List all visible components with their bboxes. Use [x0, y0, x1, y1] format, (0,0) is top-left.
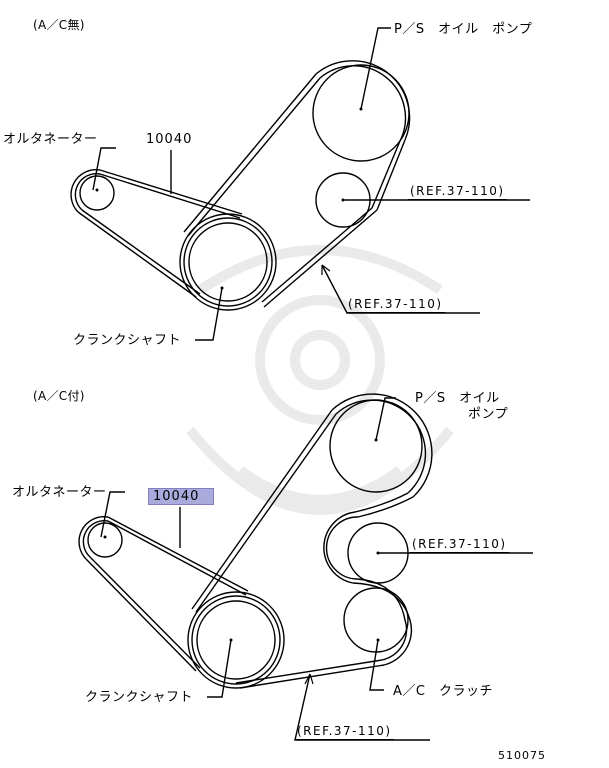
ac-clutch-label: A／C クラッチ — [393, 684, 493, 699]
ps-pump-leader — [360, 27, 391, 110]
diagram-title-with-ac: (A／C付) — [33, 389, 85, 403]
idler-ref-link[interactable]: (REF.37-110) — [408, 184, 507, 200]
crankshaft-pulley — [188, 222, 268, 302]
figure-id: 510075 — [498, 749, 546, 762]
watermark-emblem — [186, 245, 454, 515]
crankshaft-label: クランクシャフト — [73, 333, 182, 348]
belt-ref-link[interactable]: (REF.37-110) — [346, 297, 445, 313]
belt-part-number-highlighted[interactable]: 10040 — [148, 488, 215, 505]
ps-pump-label-line1: P／S オイル — [415, 391, 500, 406]
crankshaft-leader — [207, 639, 232, 698]
alternator-leader — [92, 147, 116, 191]
belt-ref-leader — [294, 673, 430, 741]
crankshaft-leader — [195, 287, 223, 341]
alternator-pulley — [87, 522, 123, 558]
bottom-diagram-belt — [78, 393, 433, 689]
crankshaft-pulley — [196, 600, 276, 680]
alternator-label: オルタネーター — [12, 485, 107, 500]
crankshaft-label: クランクシャフト — [85, 690, 194, 705]
ac-clutch-leader — [369, 639, 384, 691]
alternator-label: オルタネーター — [3, 132, 98, 147]
belt-part-number[interactable]: 10040 — [146, 132, 193, 147]
belt-ref-link[interactable]: (REF.37-110) — [295, 724, 394, 740]
diagram-title-no-ac: (A／C無) — [33, 18, 85, 32]
ac-clutch-pulley — [343, 587, 409, 653]
top-diagram-belt — [70, 60, 411, 311]
bottom-diagram-pulleys — [87, 399, 423, 680]
idler-ref-link[interactable]: (REF.37-110) — [410, 537, 509, 553]
alternator-leader — [100, 491, 125, 538]
belt-ref-leader — [321, 264, 480, 314]
alternator-pulley — [79, 175, 115, 211]
ps-pump-label: P／S オイル ポンプ — [394, 22, 533, 37]
ps-pump-leader — [375, 397, 396, 441]
ps-pump-label-line2: ポンプ — [468, 407, 509, 422]
